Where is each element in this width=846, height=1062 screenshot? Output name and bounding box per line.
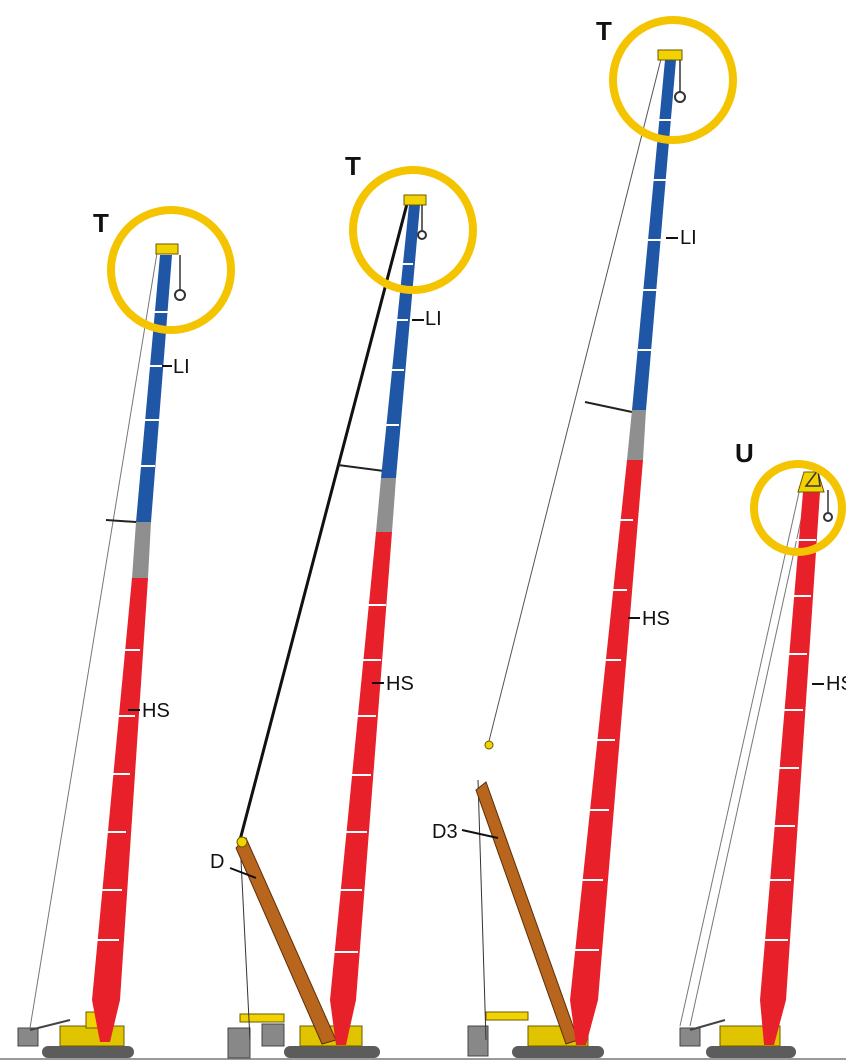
crane-3-base — [467, 1011, 604, 1058]
crane-3-derrick-pendant — [477, 779, 487, 1041]
crane-3-boom — [570, 49, 686, 1045]
crane-1-boom-label: HS — [142, 700, 170, 722]
crane-2: T LI HS D — [210, 151, 477, 1059]
crane-4-boom-label: HS — [826, 673, 846, 695]
crane-3-spreader — [584, 401, 633, 413]
crane-2-derrick-line — [238, 199, 410, 841]
crane-2-derrick-label: D — [210, 851, 224, 873]
crane-2-derrick-tip — [236, 836, 248, 848]
crane-4-pendant-line — [679, 487, 801, 1027]
crane-4-boom — [760, 468, 833, 1045]
crane-3-derrick-line — [487, 54, 663, 746]
crane-2-boom — [330, 194, 427, 1045]
crane-3-boom-label: HS — [642, 608, 670, 630]
crane-3-head-label: T — [596, 16, 612, 46]
crane-1-highlight-circle — [107, 206, 235, 334]
crane-3: T LI HS D3 — [432, 16, 737, 1058]
crane-3-derrick-tip — [484, 740, 494, 750]
crane-2-derrick-leader — [229, 867, 257, 879]
crane-4-pendant-line-2 — [689, 487, 809, 1027]
crane-3-derrick-leader — [461, 829, 499, 839]
crane-4: U HS — [679, 438, 846, 1058]
crane-3-highlight-circle — [609, 16, 737, 144]
crane-1-pendant-line — [29, 246, 159, 1029]
crane-1-jib-label: LI — [173, 356, 190, 378]
crane-1: T LI HS — [17, 206, 235, 1058]
crane-2-head-label: T — [345, 151, 361, 181]
crane-1-boom — [92, 243, 186, 1042]
crane-2-jib-label: LI — [425, 308, 442, 330]
crane-3-jib-label: LI — [680, 227, 697, 249]
crane-1-head-label: T — [93, 208, 109, 238]
crane-3-derrick-label: D3 — [432, 821, 458, 843]
crane-2-boom-label: HS — [386, 673, 414, 695]
crane-4-highlight-circle — [750, 460, 846, 556]
crane-4-head-label: U — [735, 438, 754, 468]
crane-2-highlight-circle — [349, 166, 477, 294]
